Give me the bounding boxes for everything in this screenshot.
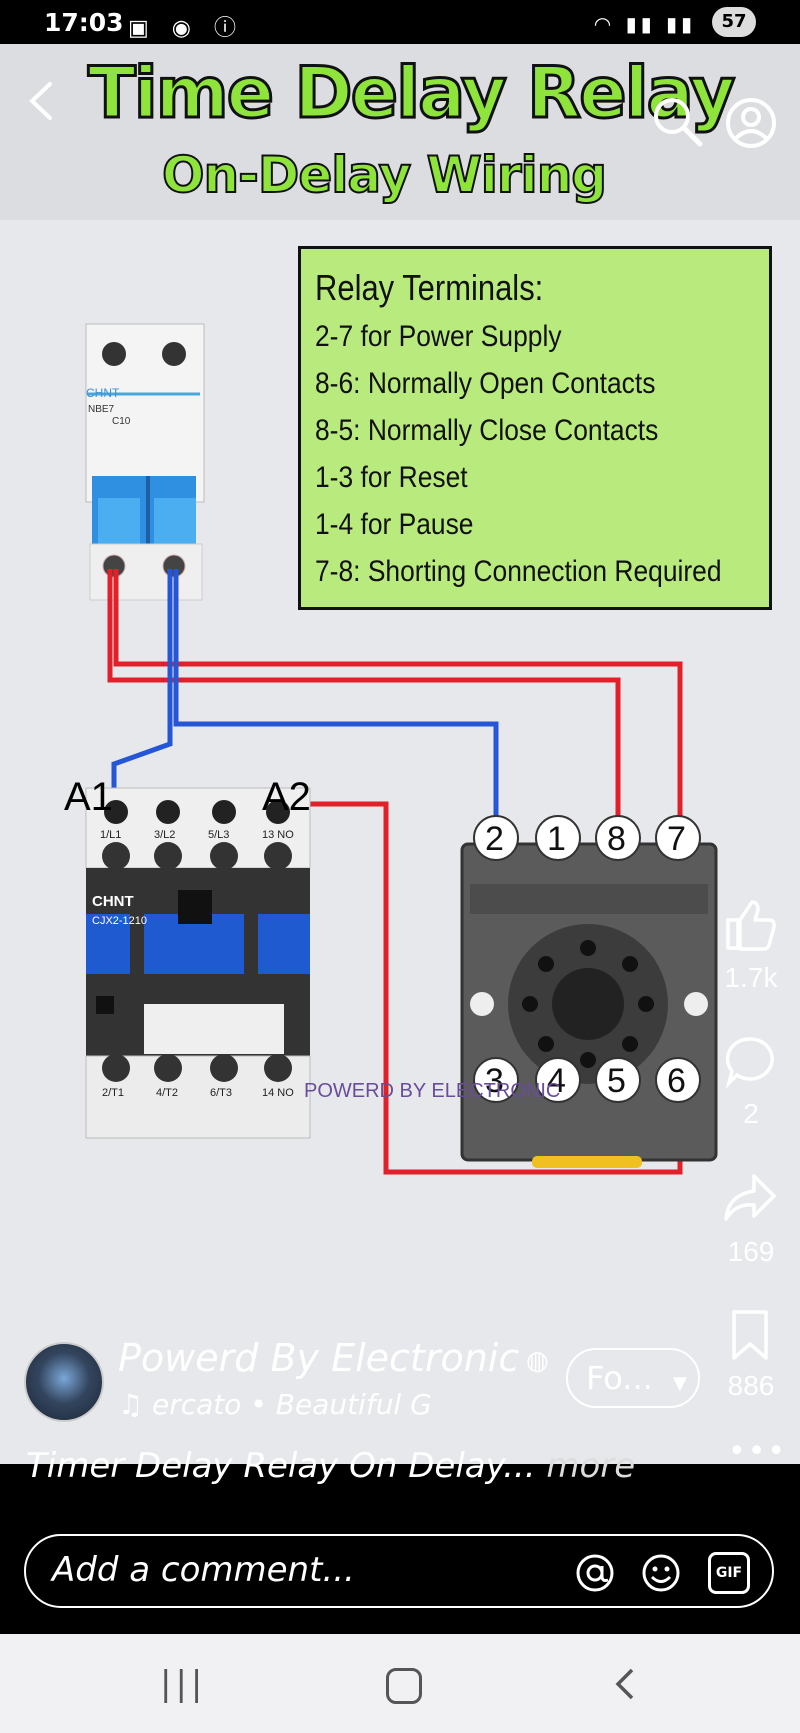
- circuit-breaker: [85, 323, 205, 601]
- relay-terminal-number: 1: [547, 820, 566, 858]
- more-options-icon[interactable]: •••: [728, 1434, 788, 1469]
- contactor-model: CJX2-1210: [92, 915, 147, 927]
- wiring-diagram: CHNT NBE7 C10: [64, 323, 718, 1175]
- author-row: Powerd By Electronic ◍ ♫ ercato • Beauti…: [0, 1330, 800, 1430]
- gif-icon[interactable]: GIF: [708, 1552, 750, 1594]
- save-count: 886: [727, 1370, 775, 1401]
- video-frame[interactable]: CHNT NBE7 C10: [0, 44, 800, 1464]
- music-note-icon: ♫: [118, 1388, 153, 1421]
- video-title: Time Delay Relay: [86, 51, 736, 136]
- contactor: [85, 787, 311, 1139]
- info-box-line: 1-4 for Pause: [315, 508, 474, 541]
- relay-terminal-number: 3: [485, 1062, 504, 1100]
- comment-count: 2: [743, 1098, 759, 1129]
- breaker-brand: CHNT: [86, 386, 120, 400]
- home-icon[interactable]: [386, 1668, 422, 1704]
- relay-terminal-number: 4: [547, 1062, 566, 1100]
- emoji-icon[interactable]: [640, 1552, 682, 1594]
- music-track-label: ercato • Beautiful G: [152, 1388, 432, 1421]
- contactor-top-terminal: 3/L2: [154, 829, 175, 841]
- follow-label: Fo...: [586, 1359, 653, 1397]
- contactor-top-terminal: 1/L1: [100, 829, 121, 841]
- status-bar: 17:03 ▣ ◉ ⓘ ◠ ▮▮ ▮▮ 57: [0, 0, 800, 44]
- profile-icon[interactable]: [724, 96, 778, 150]
- contactor-bottom-terminal: 14 NO: [262, 1087, 294, 1099]
- system-navigation-bar: |||: [0, 1634, 800, 1733]
- post-caption[interactable]: Timer Delay Relay On Delay... more: [26, 1446, 635, 1486]
- breaker-model: NBE7: [88, 404, 115, 415]
- terminal-a1-label: A1: [64, 775, 113, 819]
- info-box-line: 7-8: Shorting Connection Required: [315, 555, 722, 588]
- comment-placeholder: Add a comment...: [52, 1550, 355, 1590]
- relay-terminal-number: 6: [667, 1062, 686, 1100]
- info-box-heading: Relay Terminals:: [315, 267, 544, 308]
- contactor-bottom-terminal: 4/T2: [156, 1087, 178, 1099]
- info-box-line: 8-5: Normally Close Contacts: [315, 414, 659, 447]
- notification-icons: ▣ ◉ ⓘ: [128, 16, 244, 41]
- like-thumb-icon[interactable]: [722, 896, 778, 952]
- signal-icon: ◠ ▮▮ ▮▮: [593, 12, 696, 36]
- back-arrow-icon[interactable]: [24, 78, 58, 124]
- share-count: 169: [727, 1236, 775, 1267]
- globe-icon: ◍: [526, 1346, 549, 1376]
- follow-button[interactable]: Fo... ▼: [566, 1348, 700, 1408]
- share-arrow-icon[interactable]: [722, 1172, 778, 1222]
- bookmark-icon[interactable]: [728, 1308, 772, 1362]
- caption-more-link[interactable]: more: [546, 1446, 636, 1486]
- battery-indicator: 57: [712, 7, 756, 37]
- back-nav-icon[interactable]: [610, 1666, 640, 1702]
- relay-socket-base: [460, 842, 718, 1168]
- mention-icon[interactable]: [574, 1552, 616, 1594]
- relay-terminal-number: 7: [667, 820, 686, 858]
- caption-text: Timer Delay Relay On Delay...: [26, 1446, 536, 1486]
- info-box-line: 2-7 for Power Supply: [315, 320, 562, 353]
- avatar[interactable]: [24, 1342, 104, 1422]
- relay-terminal-number: 2: [485, 820, 504, 858]
- music-track[interactable]: ♫ ercato • Beautiful G: [118, 1388, 432, 1421]
- contactor-top-terminal: 13 NO: [262, 829, 294, 841]
- info-box-line: 1-3 for Reset: [315, 461, 468, 494]
- status-time: 17:03: [44, 8, 124, 37]
- breaker-rating: C10: [112, 416, 131, 427]
- search-icon[interactable]: [650, 94, 704, 148]
- recent-apps-icon[interactable]: |||: [160, 1664, 207, 1704]
- chevron-down-icon: ▼: [672, 1373, 687, 1394]
- contactor-top-terminal: 5/L3: [208, 829, 229, 841]
- relay-terminal-number: 8: [607, 820, 626, 858]
- contactor-bottom-terminal: 6/T3: [210, 1087, 232, 1099]
- like-count: 1.7k: [724, 962, 778, 993]
- contactor-bottom-terminal: 2/T1: [102, 1087, 124, 1099]
- relay-terminals-info-box: Relay Terminals: 2-7 for Power Supply 8-…: [298, 246, 772, 610]
- contactor-brand: CHNT: [92, 893, 134, 910]
- relay-terminal-number: 5: [607, 1062, 626, 1100]
- author-name[interactable]: Powerd By Electronic: [118, 1336, 520, 1380]
- terminal-a2-label: A2: [262, 775, 311, 819]
- info-box-line: 8-6: Normally Open Contacts: [315, 367, 656, 400]
- comment-input[interactable]: Add a comment... GIF: [24, 1534, 774, 1608]
- video-subtitle: On-Delay Wiring: [161, 145, 608, 205]
- comment-bubble-icon[interactable]: [724, 1034, 778, 1088]
- video-watermark: POWERD BY ELECTRONIC: [304, 1080, 561, 1102]
- relay-top-terminal-circles: [473, 815, 701, 1103]
